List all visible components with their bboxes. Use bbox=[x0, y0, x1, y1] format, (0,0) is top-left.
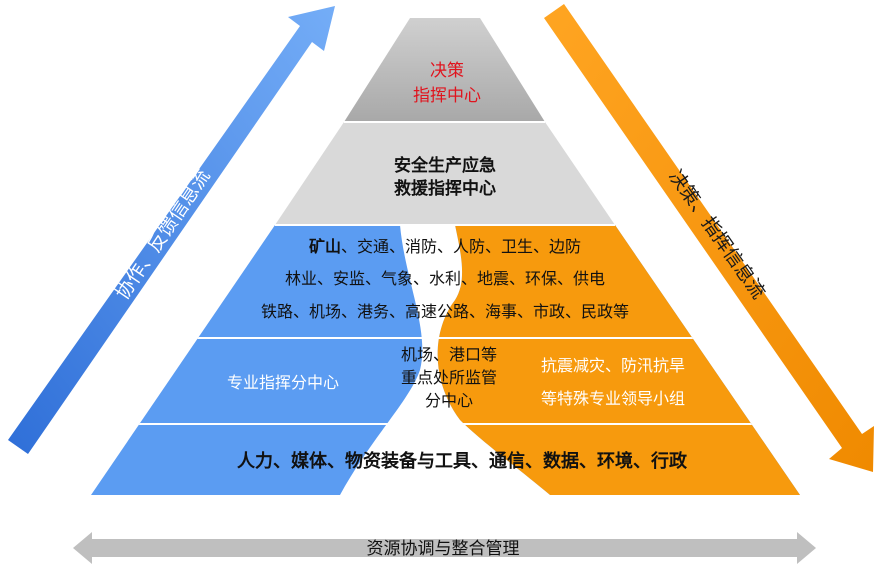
left-arrow-label: 协作、反馈信息流 bbox=[111, 165, 214, 303]
third-tier-line1: 矿山、交通、消防、人防、卫生、边防 bbox=[309, 237, 581, 256]
top-tier-line1: 决策 bbox=[430, 61, 464, 81]
second-tier-line2: 救援指挥中心 bbox=[394, 178, 496, 199]
third-tier-line3: 铁路、机场、港务、高速公路、海事、市政、民政等 bbox=[261, 302, 629, 321]
second-tier-line1: 安全生产应急 bbox=[394, 155, 496, 176]
bottom-tier-text: 人力、媒体、物资装备与工具、通信、数据、环境、行政 bbox=[237, 450, 688, 472]
diagonal-down-arrow-icon bbox=[544, 4, 874, 472]
fourth-tier-left: 专业指挥分中心 bbox=[227, 373, 339, 392]
fourth-tier-center-line1: 机场、港口等 bbox=[401, 345, 497, 364]
third-tier-line2: 林业、安监、气象、水利、地震、环保、供电 bbox=[285, 269, 605, 288]
pyramid-top-tier bbox=[344, 18, 545, 122]
fourth-tier-right-line2: 等特殊专业领导小组 bbox=[541, 389, 685, 408]
white-wedge bbox=[340, 225, 550, 495]
third-tier-line1-bold: 矿山 bbox=[309, 237, 341, 256]
right-arrow-label: 决策、指挥信息流 bbox=[664, 166, 769, 303]
diagonal-up-arrow-icon bbox=[8, 6, 335, 454]
pyramid-second-tier bbox=[275, 122, 615, 225]
bottom-arrow-label: 资源协调与整合管理 bbox=[367, 539, 520, 559]
top-tier-line2: 指挥中心 bbox=[413, 86, 481, 106]
fourth-tier-right-line1: 抗震减灾、防汛抗旱 bbox=[541, 356, 685, 375]
fourth-tier-center-line2: 重点处所监管 bbox=[401, 368, 497, 387]
double-headed-arrow-icon bbox=[73, 532, 816, 564]
bottom-arrow: 资源协调与整合管理 bbox=[73, 532, 816, 564]
third-tier-line1-rest: 、交通、消防、人防、卫生、边防 bbox=[341, 237, 581, 256]
fourth-tier-center-line3: 分中心 bbox=[425, 391, 473, 410]
